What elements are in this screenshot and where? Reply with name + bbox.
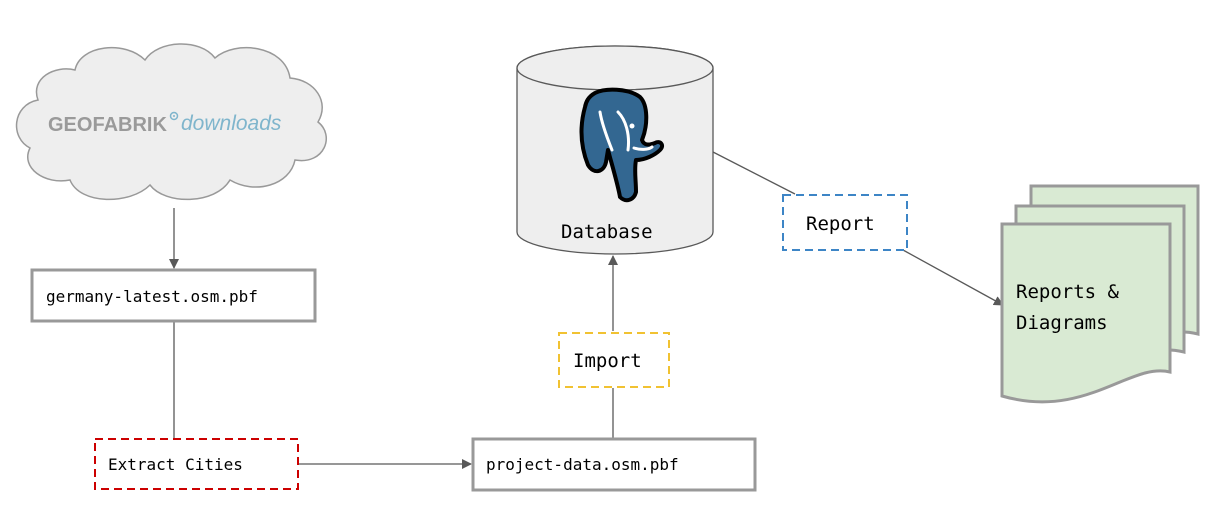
germany-file-node[interactable]: germany-latest.osm.pbf	[30, 268, 317, 323]
report-label: Report	[806, 213, 875, 235]
database-node[interactable]: Database	[516, 45, 714, 255]
extract-cities-node[interactable]: Extract Cities	[94, 438, 299, 490]
project-file-node[interactable]: project-data.osm.pbf	[471, 437, 757, 492]
edge-report-to-outputs	[902, 249, 1004, 306]
edges	[169, 151, 1004, 469]
database-label: Database	[561, 221, 653, 243]
geofabrik-downloads: downloads	[181, 112, 282, 135]
cloud-icon	[15, 43, 327, 201]
document-stack-icon	[1000, 184, 1200, 404]
outputs-label-line1: Reports &	[1016, 281, 1120, 303]
outputs-label-line2: Diagrams	[1016, 312, 1108, 334]
import-label: Import	[573, 350, 642, 372]
import-node[interactable]: Import	[558, 332, 670, 388]
geofabrik-logo-icon	[169, 111, 179, 121]
outputs-node[interactable]: Reports & Diagrams	[1000, 184, 1200, 404]
postgresql-elephant-icon	[579, 87, 665, 203]
edge-database-to-report	[712, 151, 796, 195]
geofabrik-brand: GEOFABRIK	[48, 114, 167, 136]
project-file-label: project-data.osm.pbf	[486, 455, 679, 474]
germany-file-label: germany-latest.osm.pbf	[46, 287, 258, 306]
extract-cities-label: Extract Cities	[108, 455, 243, 474]
report-node[interactable]: Report	[782, 194, 908, 251]
geofabrik-cloud: GEOFABRIK downloads	[15, 43, 327, 201]
